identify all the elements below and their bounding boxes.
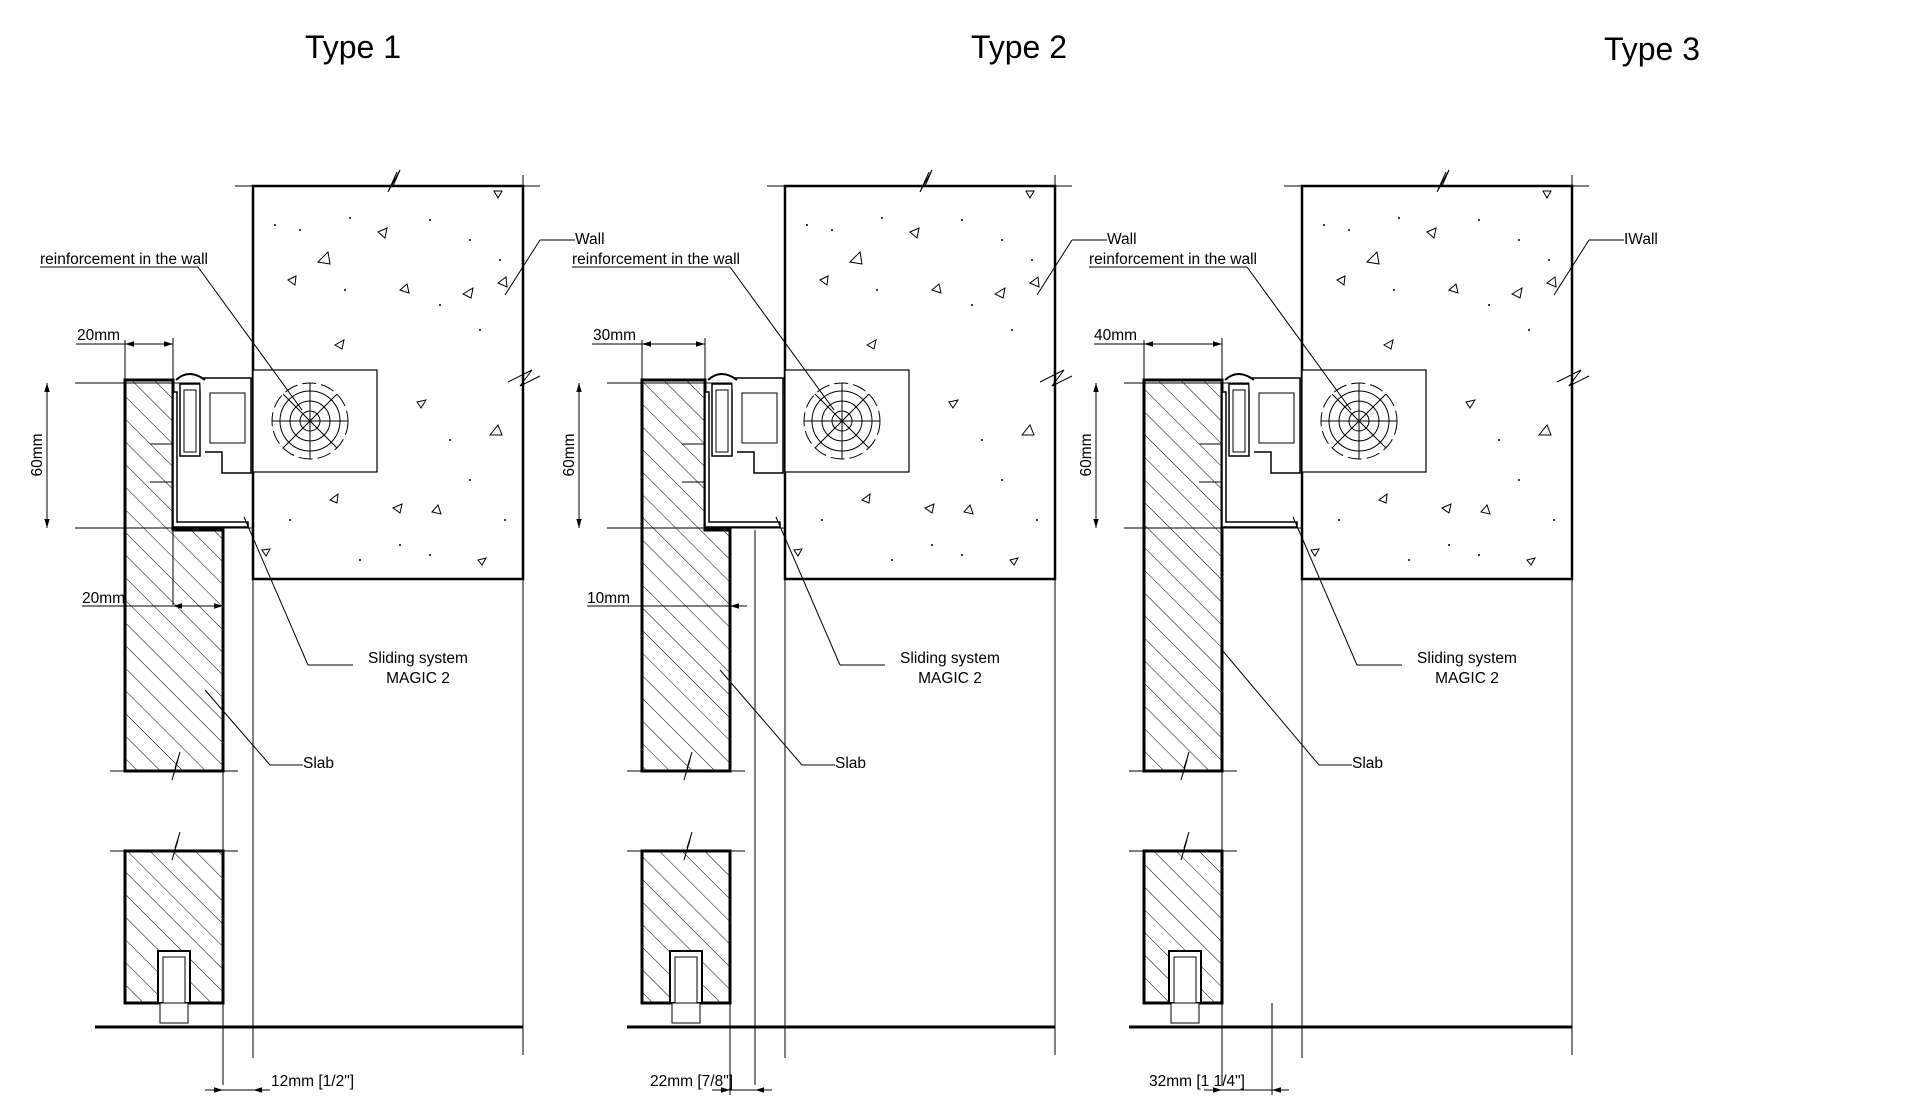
- top-gap-label: 30mm: [593, 327, 636, 344]
- sliding-system-model: MAGIC 2: [1435, 670, 1499, 687]
- reinforcement-label: reinforcement in the wall: [572, 251, 740, 268]
- sliding-system-model: MAGIC 2: [386, 670, 450, 687]
- bottom-gap-label: 22mm [7/8"]: [650, 1073, 733, 1090]
- wall-label: Wall: [575, 231, 605, 248]
- concrete-aggregate: [793, 190, 1040, 566]
- wall-concrete: [1284, 169, 1590, 1055]
- section-title: Type 3: [1604, 31, 1700, 67]
- dimension-lower-gap: 20mm: [82, 590, 223, 609]
- sliding-system-model: MAGIC 2: [918, 670, 982, 687]
- concrete-dots: [1323, 217, 1555, 561]
- wall-concrete: [767, 169, 1073, 1055]
- dimension-top-gap: 20mm: [76, 327, 174, 390]
- reinforcement-coil: [1301, 369, 1427, 473]
- door-slab-lower: [627, 751, 745, 1024]
- sliding-system-label: Sliding system: [368, 650, 468, 667]
- section-title: Type 1: [305, 29, 401, 65]
- wall-label: IWall: [1624, 231, 1658, 248]
- slab-label: Slab: [835, 755, 866, 772]
- dimension-top-gap: 30mm: [592, 327, 706, 390]
- reinforcement-coil: [784, 369, 910, 473]
- slab-label: Slab: [1352, 755, 1383, 772]
- door-slab-lower: [1129, 751, 1237, 1024]
- reinforcement-label: reinforcement in the wall: [1089, 251, 1257, 268]
- leaders: reinforcement in the wall IWall Sliding …: [1089, 231, 1658, 772]
- concrete-aggregate: [261, 190, 508, 566]
- dimension-bottom: 22mm [7/8"]: [650, 1003, 772, 1095]
- dimension-height: 60mm: [561, 383, 582, 528]
- leaders: reinforcement in the wall Wall Sliding s…: [572, 231, 1137, 772]
- section-type-3: Type 3: [1078, 31, 1700, 1095]
- dimension-top-gap: 40mm: [1094, 327, 1223, 390]
- concrete-dots: [274, 217, 506, 561]
- height-label: 60mm: [1078, 433, 1095, 476]
- dimension-lower-gap: 10mm: [587, 590, 747, 609]
- door-slab-lower: [110, 751, 238, 1024]
- height-label: 60mm: [29, 433, 46, 476]
- sliding-system-magic-2: [150, 373, 252, 528]
- sliding-system-magic-2: [682, 373, 784, 528]
- wall-concrete: [235, 169, 541, 1055]
- reinforcement-coil: [252, 369, 378, 473]
- dimension-bottom: 32mm [1 1/4"]: [1149, 1003, 1289, 1095]
- lower-gap-label: 20mm: [82, 590, 125, 607]
- dimension-bottom: 12mm [1/2"]: [205, 1073, 354, 1093]
- sliding-system-magic-2: [1199, 373, 1301, 528]
- top-gap-label: 40mm: [1094, 327, 1137, 344]
- bottom-gap-label: 32mm [1 1/4"]: [1149, 1073, 1245, 1090]
- concrete-aggregate: [1310, 190, 1557, 566]
- dimension-height: 60mm: [1078, 383, 1099, 528]
- slab-label: Slab: [303, 755, 334, 772]
- dimension-height: 60mm: [29, 383, 50, 528]
- bottom-gap-label: 12mm [1/2"]: [271, 1073, 354, 1090]
- lower-gap-label: 10mm: [587, 590, 630, 607]
- section-title: Type 2: [971, 29, 1067, 65]
- leaders: reinforcement in the wall Wall Sliding s…: [40, 231, 605, 772]
- height-label: 60mm: [561, 433, 578, 476]
- section-type-2: Type 2: [561, 29, 1137, 1095]
- section-type-1: Type 1: [29, 29, 605, 1093]
- sliding-system-label: Sliding system: [1417, 650, 1517, 667]
- reinforcement-label: reinforcement in the wall: [40, 251, 208, 268]
- sliding-system-label: Sliding system: [900, 650, 1000, 667]
- top-gap-label: 20mm: [77, 327, 120, 344]
- wall-label: Wall: [1107, 231, 1137, 248]
- door-slab-upper: [1129, 378, 1237, 773]
